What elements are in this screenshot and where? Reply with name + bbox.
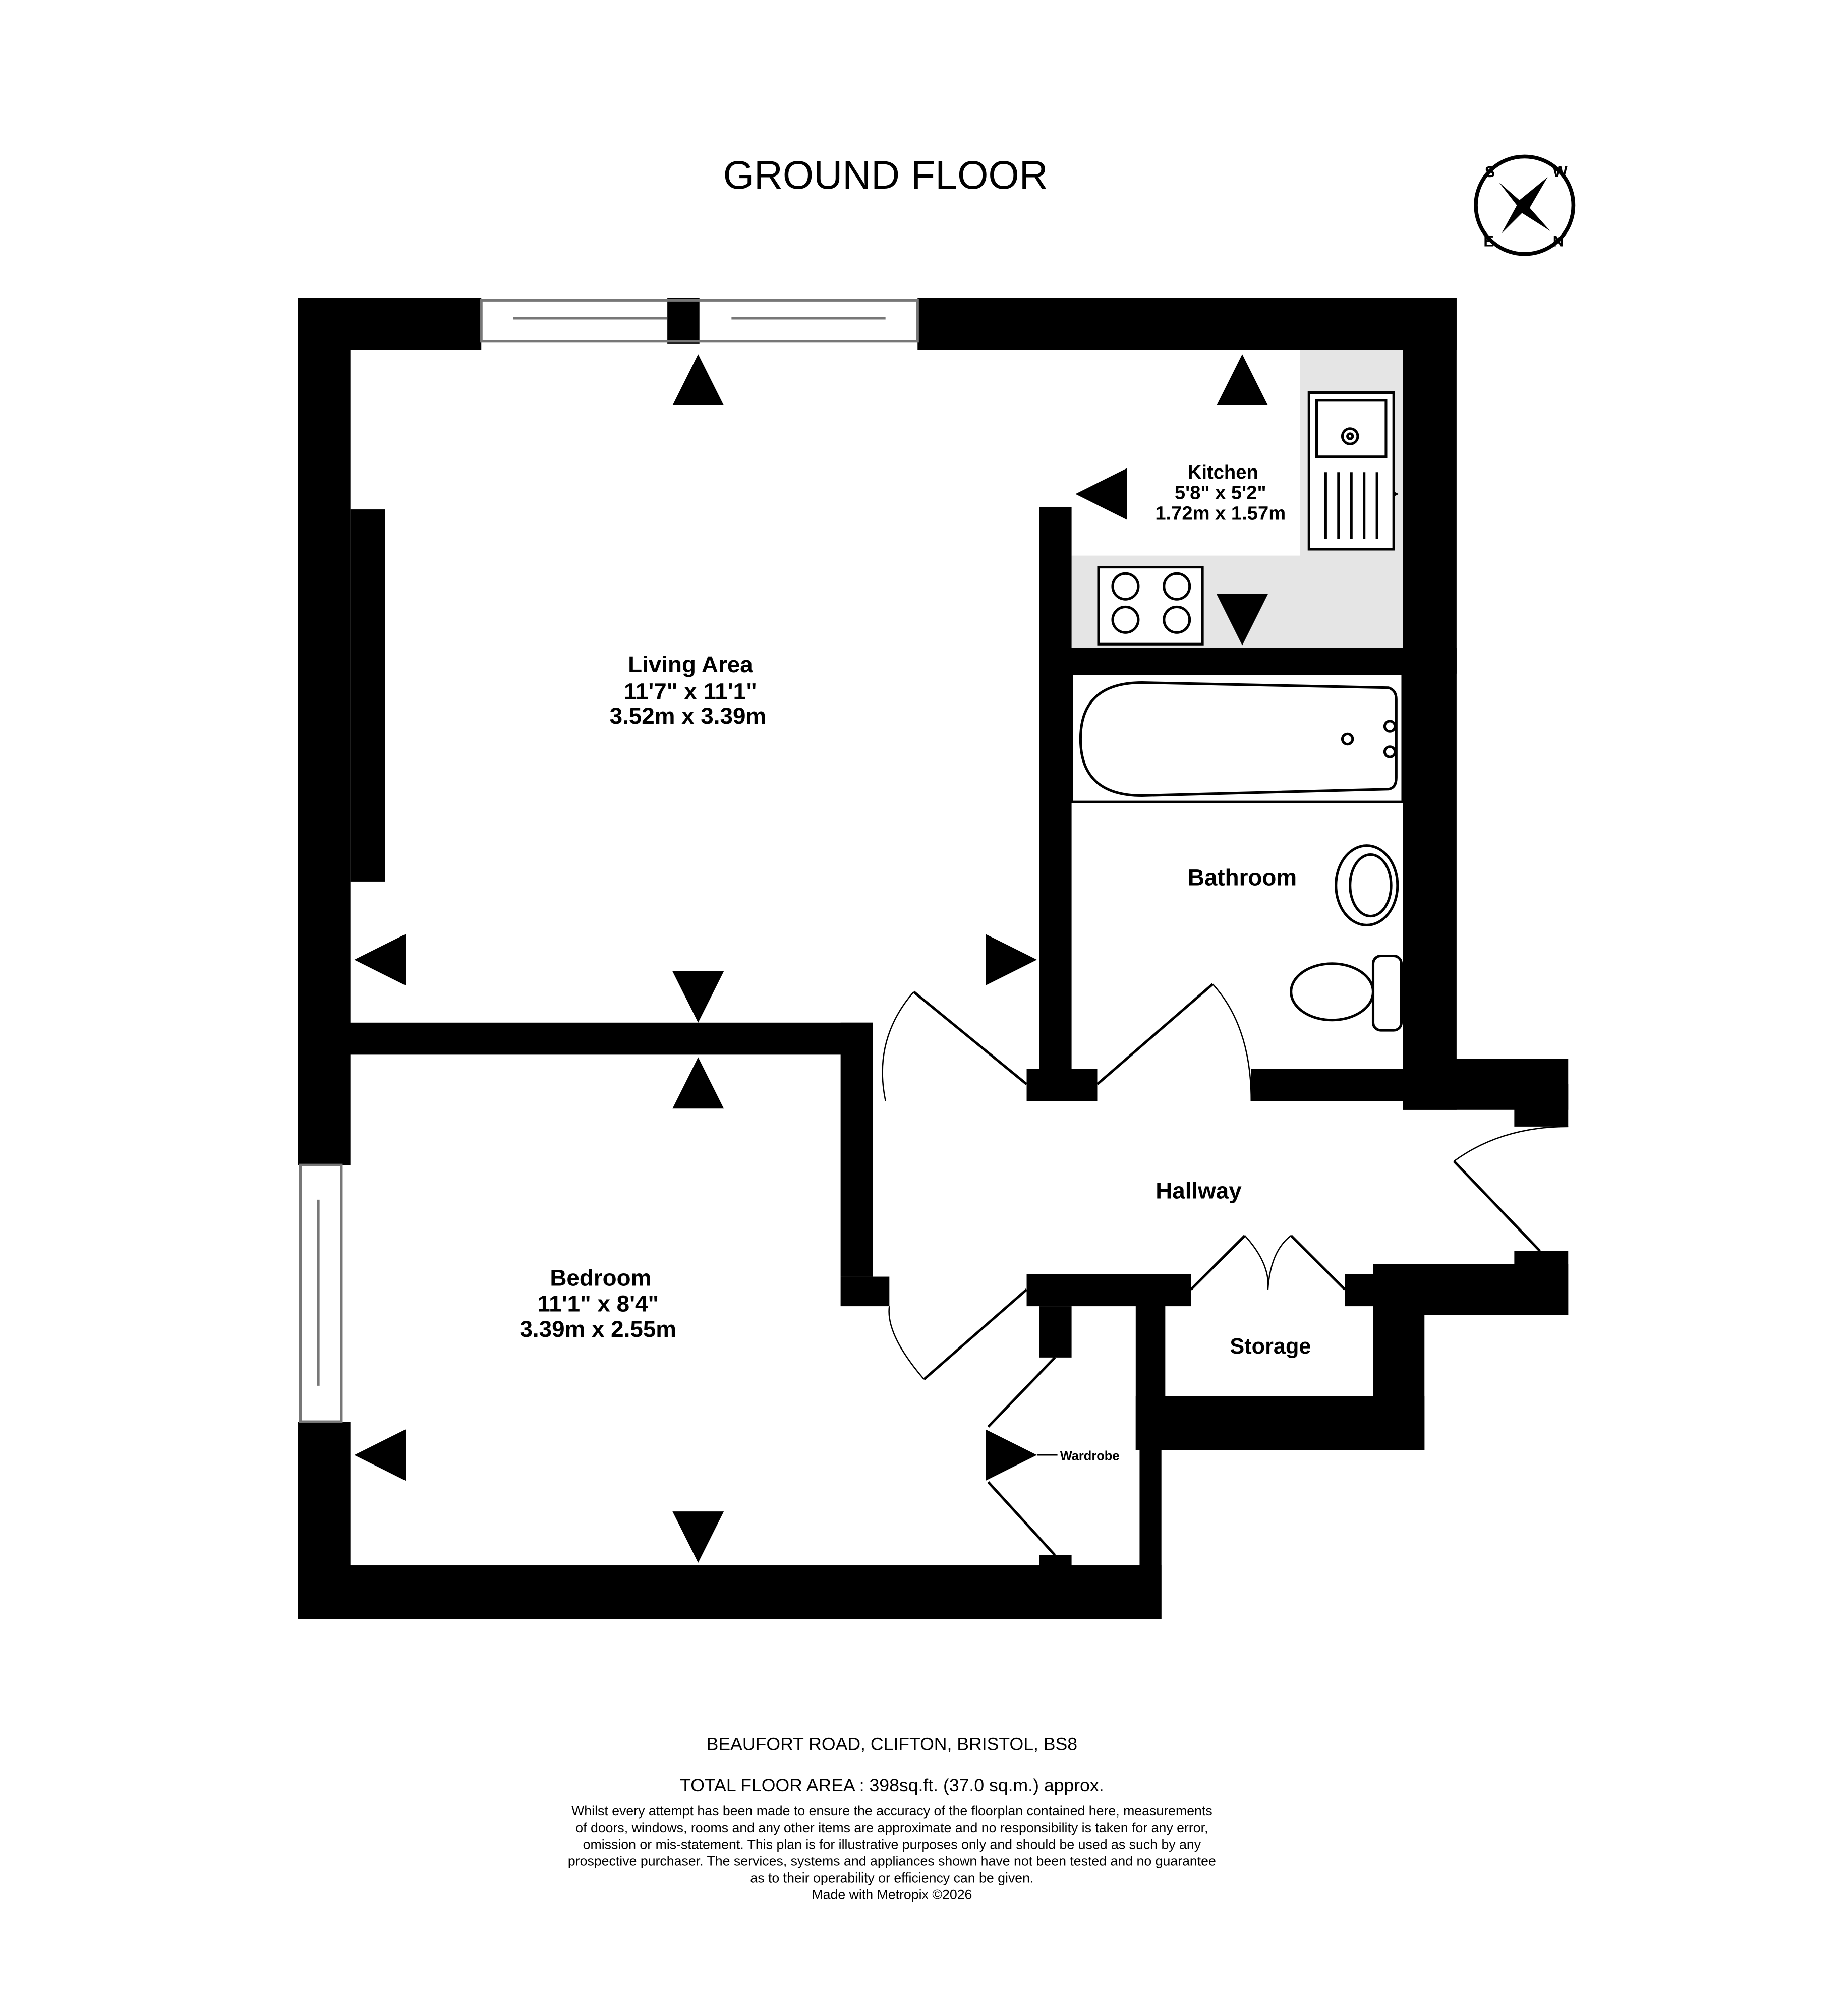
bath-icon <box>1070 672 1404 803</box>
bathroom-label: Bathroom <box>1188 865 1297 891</box>
total-floor-area: TOTAL FLOOR AREA : 398sq.ft. (37.0 sq.m.… <box>680 1775 1104 1795</box>
dimension-arrows <box>354 354 1399 1563</box>
doors <box>882 983 1569 1556</box>
svg-text:5'8" x 5'2": 5'8" x 5'2" <box>1175 482 1266 504</box>
disclaimer: Whilst every attempt has been made to en… <box>568 1803 1216 1885</box>
floor-title: GROUND FLOOR <box>723 153 1048 197</box>
living-area-label: Living Area 11'7" x 11'1" 3.52m x 3.39m <box>610 652 767 729</box>
compass-icon: S W N E <box>1474 154 1576 256</box>
wardrobe-label: Wardrobe <box>1060 1449 1120 1463</box>
hob-icon <box>1097 566 1204 646</box>
svg-text:1.72m x 1.57m: 1.72m x 1.57m <box>1155 502 1286 524</box>
svg-text:11'1" x 8'4": 11'1" x 8'4" <box>537 1291 659 1316</box>
kitchen-label: Kitchen 5'8" x 5'2" 1.72m x 1.57m <box>1155 461 1286 524</box>
svg-text:omission or mis-statement. Thi: omission or mis-statement. This plan is … <box>583 1837 1201 1852</box>
svg-text:11'7" x 11'1": 11'7" x 11'1" <box>624 679 757 705</box>
address: BEAUFORT ROAD, CLIFTON, BRISTOL, BS8 <box>707 1734 1077 1754</box>
windows <box>299 299 919 1423</box>
svg-text:3.52m x 3.39m: 3.52m x 3.39m <box>610 703 767 729</box>
bedroom-label: Bedroom 11'1" x 8'4" 3.39m x 2.55m <box>519 1265 676 1342</box>
svg-text:of doors, windows, rooms and a: of doors, windows, rooms and any other i… <box>575 1820 1208 1835</box>
svg-text:N: N <box>1553 233 1564 250</box>
svg-text:E: E <box>1483 233 1493 250</box>
svg-text:W: W <box>1553 163 1568 181</box>
credit: Made with Metropix ©2026 <box>812 1887 972 1902</box>
svg-text:S: S <box>1485 163 1495 181</box>
svg-text:as to their operability or eff: as to their operability or efficiency ca… <box>750 1870 1033 1885</box>
walls <box>298 298 1569 1619</box>
svg-text:Bedroom: Bedroom <box>550 1265 651 1291</box>
toilet-icon <box>1290 954 1403 1032</box>
svg-text:3.39m x 2.55m: 3.39m x 2.55m <box>519 1316 676 1342</box>
hallway-label: Hallway <box>1156 1178 1242 1203</box>
svg-text:Kitchen: Kitchen <box>1188 461 1258 483</box>
svg-text:Living Area: Living Area <box>628 652 753 677</box>
sink-icon <box>1307 391 1395 551</box>
svg-text:Whilst every attempt has been: Whilst every attempt has been made to en… <box>571 1803 1212 1819</box>
washbasin-icon <box>1335 844 1399 926</box>
storage-label: Storage <box>1230 1334 1311 1359</box>
svg-text:prospective purchaser. The ser: prospective purchaser. The services, sys… <box>568 1853 1216 1868</box>
